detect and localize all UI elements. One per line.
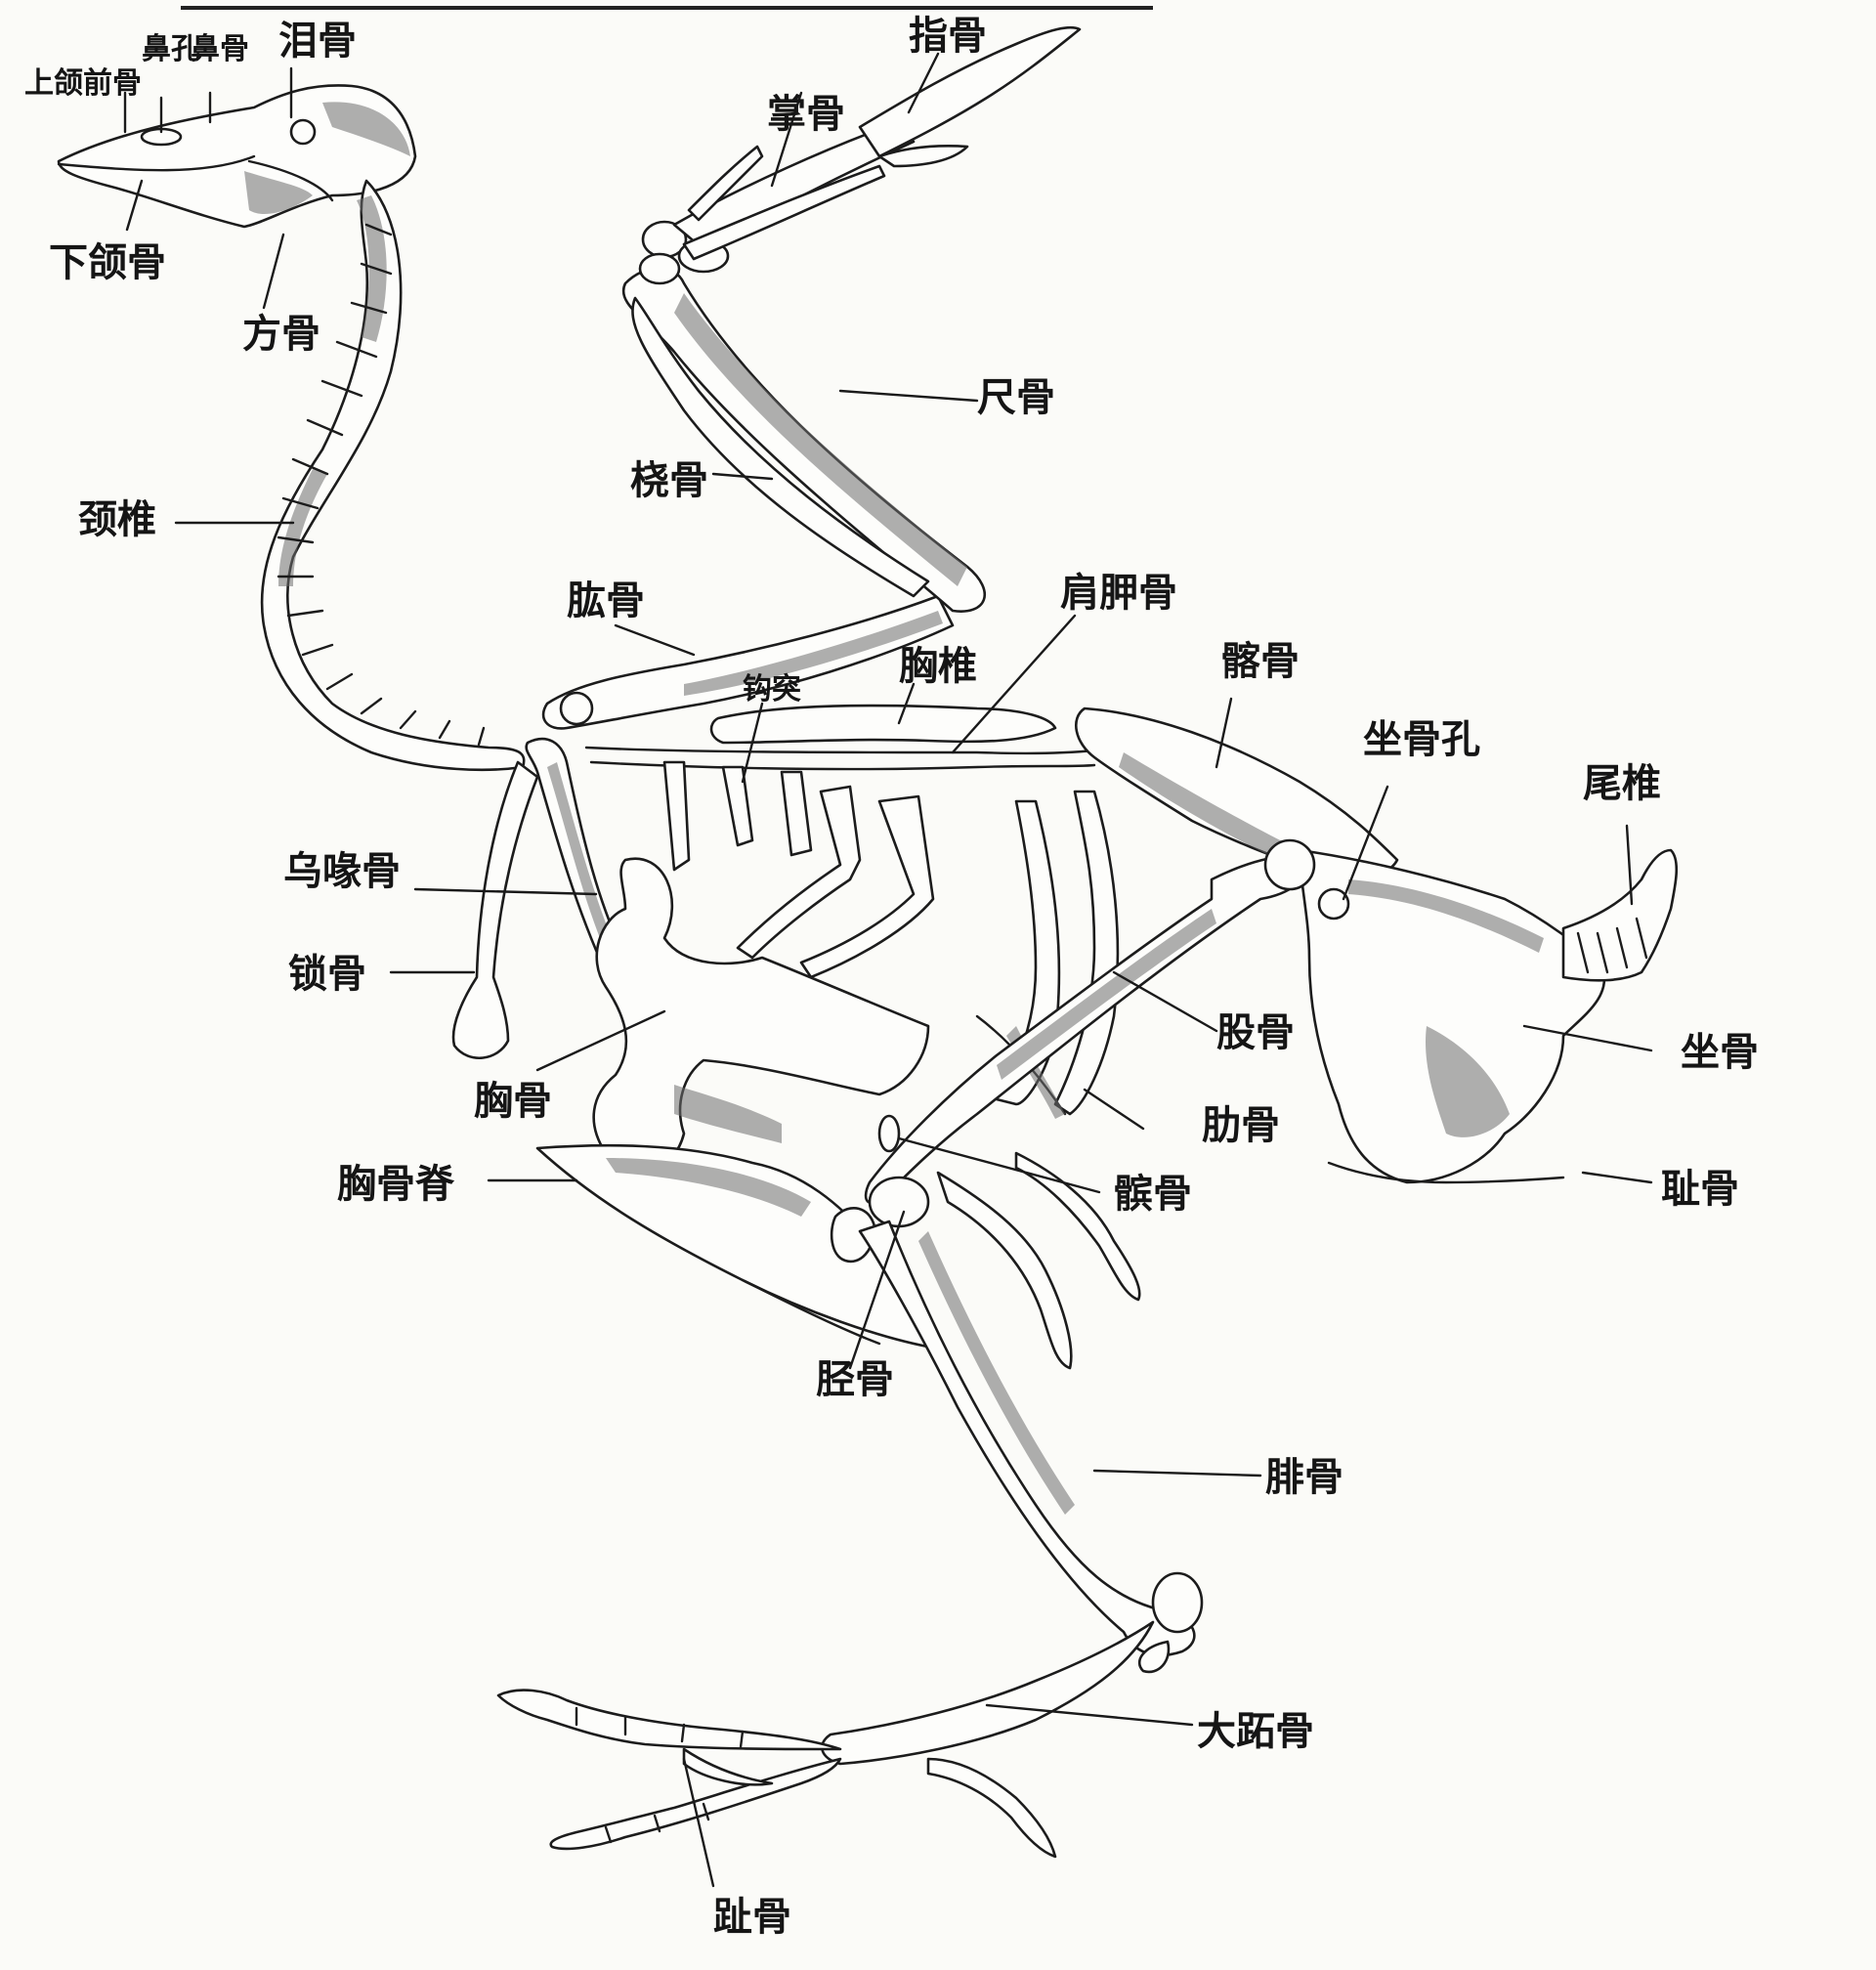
- thorax: [451, 704, 1120, 1350]
- label-ischial-foramen: 坐骨孔: [1363, 717, 1480, 762]
- patella-bone: [877, 1114, 901, 1153]
- toe-front: [496, 1689, 842, 1751]
- label-ribs: 肋骨: [1202, 1103, 1280, 1148]
- toe-middle: [549, 1757, 842, 1851]
- leader-lines: [123, 52, 1653, 1888]
- label-ischium: 坐骨: [1681, 1030, 1759, 1075]
- clavicle-bone: [451, 760, 539, 1060]
- humerus-bone: [541, 594, 955, 730]
- label-ulna: 尺骨: [977, 375, 1055, 420]
- wing: [541, 25, 1082, 730]
- digit-bone: [858, 25, 1082, 158]
- fibula-bone: [936, 1171, 1073, 1370]
- label-clavicle: 锁骨: [288, 952, 366, 997]
- label-carpal: 掌骨: [767, 92, 845, 137]
- label-nostril: 鼻孔: [142, 32, 200, 66]
- labels: 上颌前骨 鼻孔 鼻骨 泪骨 下颌骨 方骨 颈椎 掌骨 指骨 尺骨 桡骨 肱骨 肩…: [24, 14, 1759, 1940]
- neck-vertebrae: [260, 179, 526, 772]
- label-patella: 髌骨: [1114, 1172, 1192, 1217]
- label-quadrate: 方骨: [242, 312, 320, 357]
- pelvis: [1075, 707, 1679, 1184]
- label-coracoid: 乌喙骨: [283, 849, 401, 894]
- pygostyle-bone: [1561, 848, 1679, 982]
- label-sternum: 胸骨: [474, 1079, 552, 1124]
- label-pygostyle: 尾椎: [1583, 761, 1661, 806]
- label-digit: 指骨: [909, 14, 987, 59]
- ilium-bone: [1075, 707, 1399, 879]
- leg: [496, 838, 1316, 1859]
- label-pubis: 耻骨: [1661, 1167, 1739, 1212]
- label-mandible: 下颌骨: [49, 240, 166, 285]
- label-ilium: 髂骨: [1221, 639, 1300, 684]
- label-tibia: 胫骨: [816, 1357, 894, 1402]
- label-uncinate: 钩突: [743, 672, 801, 707]
- skull: [57, 84, 417, 229]
- label-cervical: 颈椎: [78, 497, 156, 542]
- toe-back: [926, 1757, 1057, 1859]
- label-radius: 桡骨: [630, 458, 708, 503]
- tarsometatarsus-bone: [821, 1620, 1155, 1766]
- label-scapula: 肩胛骨: [1060, 571, 1177, 616]
- label-lacrimal: 泪骨: [278, 19, 357, 64]
- label-tarsometatarsus: 大跖骨: [1197, 1709, 1314, 1754]
- label-premaxilla: 上颌前骨: [24, 66, 142, 101]
- scapula-bone: [709, 704, 1057, 745]
- label-femur: 股骨: [1216, 1010, 1295, 1055]
- label-keel: 胸骨脊: [337, 1162, 455, 1207]
- label-humerus: 肱骨: [567, 578, 645, 623]
- label-nasal: 鼻骨: [191, 32, 249, 66]
- radius-bone: [631, 296, 930, 598]
- label-toes: 趾骨: [713, 1895, 791, 1940]
- label-thoracic: 胸椎: [899, 644, 977, 689]
- label-fibula: 腓骨: [1265, 1455, 1343, 1500]
